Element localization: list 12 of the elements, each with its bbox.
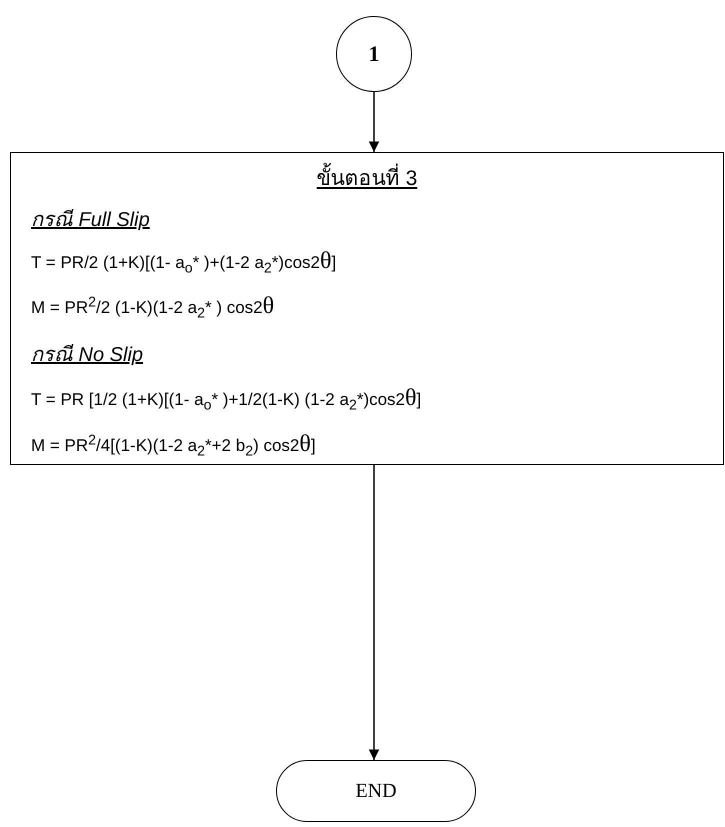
equation: T = PR/2 (1+K)[(1- a$_{o}$* )+(1-2 a$_{2}$*)cos2θ] — [31, 248, 336, 276]
equation: M = PR$^{2}$/2 (1-K)(1-2 a$_{2}$* ) cos2θ — [31, 293, 274, 322]
connector-number: 1 — [368, 41, 380, 67]
case-heading: กรณี Full Slip — [31, 208, 150, 233]
equation: T = PR [1/2 (1+K)[(1- a$_{o}$* )+1/2(1-K) (1-2 a$_{2}$*)cos2θ] — [31, 385, 422, 414]
case-heading: กรณี No Slip — [31, 343, 144, 368]
terminal-label: END — [355, 780, 397, 802]
step-heading: ขั้นตอนที่ 3 — [11, 161, 723, 194]
arrow — [368, 92, 380, 152]
process-box — [10, 152, 724, 465]
equation: M = PR$^{2}$/4[(1-K)(1-2 a$_{2}$*+2 b$_{2}$) cos2θ] — [31, 431, 316, 460]
arrow — [368, 465, 380, 760]
